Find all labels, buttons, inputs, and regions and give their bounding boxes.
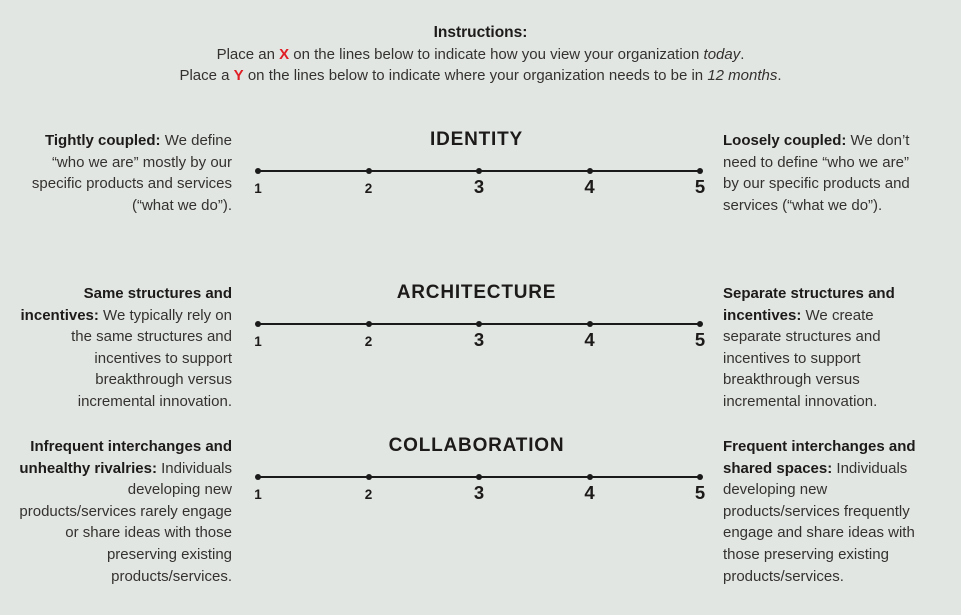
tick-label-2: 2 — [364, 181, 373, 196]
tick-dot-3 — [476, 168, 482, 174]
architecture-rating-line[interactable]: 1 2 3 4 5 — [254, 321, 705, 350]
instructions-line-1: Place an X on the lines below to indicat… — [0, 44, 961, 66]
tick-label-5: 5 — [694, 176, 706, 197]
tick-dot-4 — [586, 168, 593, 174]
architecture-right-description: Separate structures and incentives: We c… — [715, 275, 961, 413]
line2-middle: on the lines below to indicate where you… — [243, 67, 708, 84]
marker-x: X — [279, 45, 290, 63]
identity-scale-title: IDENTITY — [430, 129, 523, 150]
architecture-right-lead: Separate structures and incentives: — [723, 285, 895, 324]
tick-dot-3 — [476, 474, 482, 480]
tick-dot-1 — [255, 168, 261, 174]
tick-dot-2 — [365, 321, 372, 327]
collaboration-scale-area: COLLABORATION 1 2 3 4 5 — [238, 428, 715, 587]
tick-dot-5 — [697, 168, 703, 174]
identity-right-body: We don’t need to define “who we are” by … — [723, 132, 910, 214]
tick-dot-4 — [586, 321, 593, 327]
identity-rating-line[interactable]: 1 2 3 4 5 — [254, 168, 705, 197]
identity-left-description: Tightly coupled: We define “who we are” … — [0, 122, 238, 216]
collaboration-right-description: Frequent interchanges and shared spaces:… — [715, 428, 961, 587]
collaboration-left-lead: Infrequent interchanges and unhealthy ri… — [19, 438, 232, 477]
architecture-scale-area: ARCHITECTURE 1 2 3 4 5 — [238, 275, 715, 413]
architecture-left-lead: Same structures and incentives: — [20, 285, 232, 324]
architecture-left-description: Same structures and incentives: We typic… — [0, 275, 238, 413]
tick-label-1: 1 — [254, 181, 262, 196]
tick-dot-5 — [697, 474, 703, 480]
collaboration-left-body: Individuals developing new products/serv… — [19, 459, 232, 585]
tick-dot-5 — [697, 321, 703, 327]
tick-dot-3 — [476, 321, 482, 327]
line1-prefix: Place an — [216, 45, 280, 63]
tick-dot-2 — [365, 474, 372, 480]
tick-label-2: 2 — [364, 334, 373, 349]
line2-italic: 12 months — [707, 67, 778, 84]
tick-label-4: 4 — [584, 482, 595, 503]
collaboration-right-lead: Frequent interchanges and shared spaces: — [723, 438, 916, 477]
tick-label-4: 4 — [584, 329, 595, 350]
collaboration-left-description: Infrequent interchanges and unhealthy ri… — [0, 428, 238, 587]
tick-dot-4 — [586, 474, 593, 480]
line1-suffix: . — [740, 45, 745, 63]
collaboration-scale-title: COLLABORATION — [388, 435, 565, 456]
architecture-left-body: We typically rely on the same structures… — [71, 306, 232, 410]
tick-label-1: 1 — [254, 334, 262, 349]
scale-section-identity: Tightly coupled: We define “who we are” … — [0, 122, 961, 216]
identity-left-lead: Tightly coupled: — [45, 132, 161, 149]
marker-y: Y — [233, 67, 244, 84]
line2-prefix: Place a — [179, 67, 234, 84]
line1-middle: on the lines below to indicate how you v… — [289, 45, 704, 63]
tick-label-2: 2 — [364, 487, 373, 502]
identity-right-lead: Loosely coupled: — [723, 132, 847, 149]
architecture-scale-title: ARCHITECTURE — [396, 282, 557, 303]
tick-label-3: 3 — [473, 482, 485, 503]
tick-label-5: 5 — [694, 482, 706, 503]
tick-label-1: 1 — [254, 487, 262, 502]
instructions-block: Instructions: Place an X on the lines be… — [0, 22, 961, 87]
identity-left-body: We define “who we are” mostly by our spe… — [31, 132, 232, 214]
architecture-right-body: We create separate structures and incent… — [723, 306, 881, 410]
line2-suffix: . — [777, 67, 782, 84]
collaboration-right-body: Individuals developing new products/serv… — [723, 459, 915, 585]
tick-label-3: 3 — [473, 176, 485, 197]
tick-dot-2 — [365, 168, 372, 174]
tick-dot-1 — [255, 474, 261, 480]
tick-dot-1 — [255, 321, 261, 327]
line1-italic: today — [703, 45, 741, 63]
tick-label-3: 3 — [473, 329, 485, 350]
instructions-title: Instructions: — [433, 24, 528, 41]
tick-label-4: 4 — [584, 176, 595, 197]
scale-section-architecture: Same structures and incentives: We typic… — [0, 275, 961, 413]
identity-right-description: Loosely coupled: We don’t need to define… — [715, 122, 961, 216]
tick-label-5: 5 — [694, 329, 706, 350]
identity-scale-area: IDENTITY 1 2 3 4 5 — [238, 122, 715, 216]
collaboration-rating-line[interactable]: 1 2 3 4 5 — [254, 474, 705, 503]
scale-section-collaboration: Infrequent interchanges and unhealthy ri… — [0, 428, 961, 587]
instructions-line-2: Place a Y on the lines below to indicate… — [0, 65, 961, 87]
